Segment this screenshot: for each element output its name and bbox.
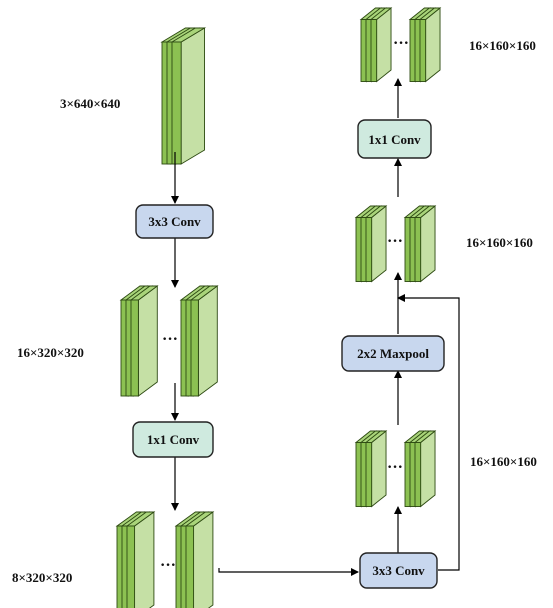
label-branch-lower-size: 16×160×160: [470, 454, 537, 469]
op-conv3-right: 3x3 Conv: [359, 552, 438, 589]
op-conv3-right-label: 3x3 Conv: [372, 563, 425, 578]
branch-pool-right: [403, 205, 437, 283]
op-maxpool-box: [341, 335, 445, 372]
label-input-size: 3×640×640: [60, 96, 120, 111]
branch-pool-left-slab-side-3: [371, 205, 387, 283]
block16-left-slab-front-3: [130, 299, 139, 397]
dots-branch-pool: ···: [387, 233, 403, 250]
branch-lower-right-slab-side-3: [420, 430, 436, 508]
branch-lower-left-slab-side-3: [371, 430, 387, 508]
branch-lower-right-slab-front-3: [414, 442, 422, 507]
output-right: [408, 7, 442, 83]
label-branch-pool-size: 16×160×160: [466, 235, 533, 250]
op-conv1-left: 1x1 Conv: [132, 421, 214, 458]
label-output-size: 16×160×160: [469, 38, 536, 53]
op-maxpool-label: 2x2 Maxpool: [357, 346, 429, 361]
branch-lower-left: [354, 430, 388, 508]
op-conv3-left: 3x3 Conv: [135, 204, 214, 239]
block8-right-slab-front-3: [185, 525, 195, 608]
dots-branch-lower: ···: [387, 459, 403, 476]
op-conv3-left-label: 3x3 Conv: [148, 214, 201, 229]
op-conv1-right: 1x1 Conv: [357, 119, 432, 159]
op-conv1-right-label: 1x1 Conv: [368, 132, 421, 147]
label-after-conv3-size: 16×320×320: [17, 345, 84, 360]
block16-right-slab-side-3: [197, 285, 218, 397]
block16-right-slab-front-3: [190, 299, 199, 397]
input-block: [160, 27, 207, 165]
op-conv1-left-label: 1x1 Conv: [147, 432, 200, 447]
input-block-slab-front-3: [171, 41, 182, 165]
block16-right: [179, 285, 219, 397]
branch-pool-right-slab-side-3: [420, 205, 436, 283]
dots-block8: ···: [160, 557, 176, 574]
output-right-slab-front-3: [419, 19, 427, 82]
arrow-block8-to-conv3-right: [218, 568, 359, 576]
block8-left: [115, 511, 156, 608]
block8-left-slab-side-3: [134, 511, 155, 608]
branch-lower-left-slab-front-3: [365, 442, 373, 507]
block16-left: [119, 285, 159, 397]
block8-right-slab-side-3: [193, 511, 214, 608]
output-right-slab-side-3: [425, 7, 441, 83]
input-block-slab-side-3: [180, 27, 206, 165]
output-left: [359, 7, 393, 83]
connectors: [171, 78, 460, 576]
block8-left-slab-front-3: [126, 525, 136, 608]
block8-right: [174, 511, 215, 608]
op-conv3-left-box: [135, 204, 214, 239]
block16-left-slab-side-3: [137, 285, 158, 397]
arrow-skip-connection: [397, 294, 460, 571]
label-after-conv1-size: 8×320×320: [12, 570, 72, 585]
op-maxpool: 2x2 Maxpool: [341, 335, 445, 372]
dots-block16: ···: [162, 331, 178, 348]
output-left-slab-side-3: [376, 7, 392, 83]
op-conv3-right-box: [359, 552, 438, 589]
dots-output: ···: [393, 35, 409, 52]
branch-lower-right: [403, 430, 437, 508]
branch-pool-left-slab-front-3: [365, 217, 373, 282]
op-conv1-right-box: [357, 119, 432, 159]
branch-pool-left: [354, 205, 388, 283]
op-conv1-left-box: [132, 421, 214, 458]
branch-pool-right-slab-front-3: [414, 217, 422, 282]
output-left-slab-front-3: [370, 19, 378, 82]
